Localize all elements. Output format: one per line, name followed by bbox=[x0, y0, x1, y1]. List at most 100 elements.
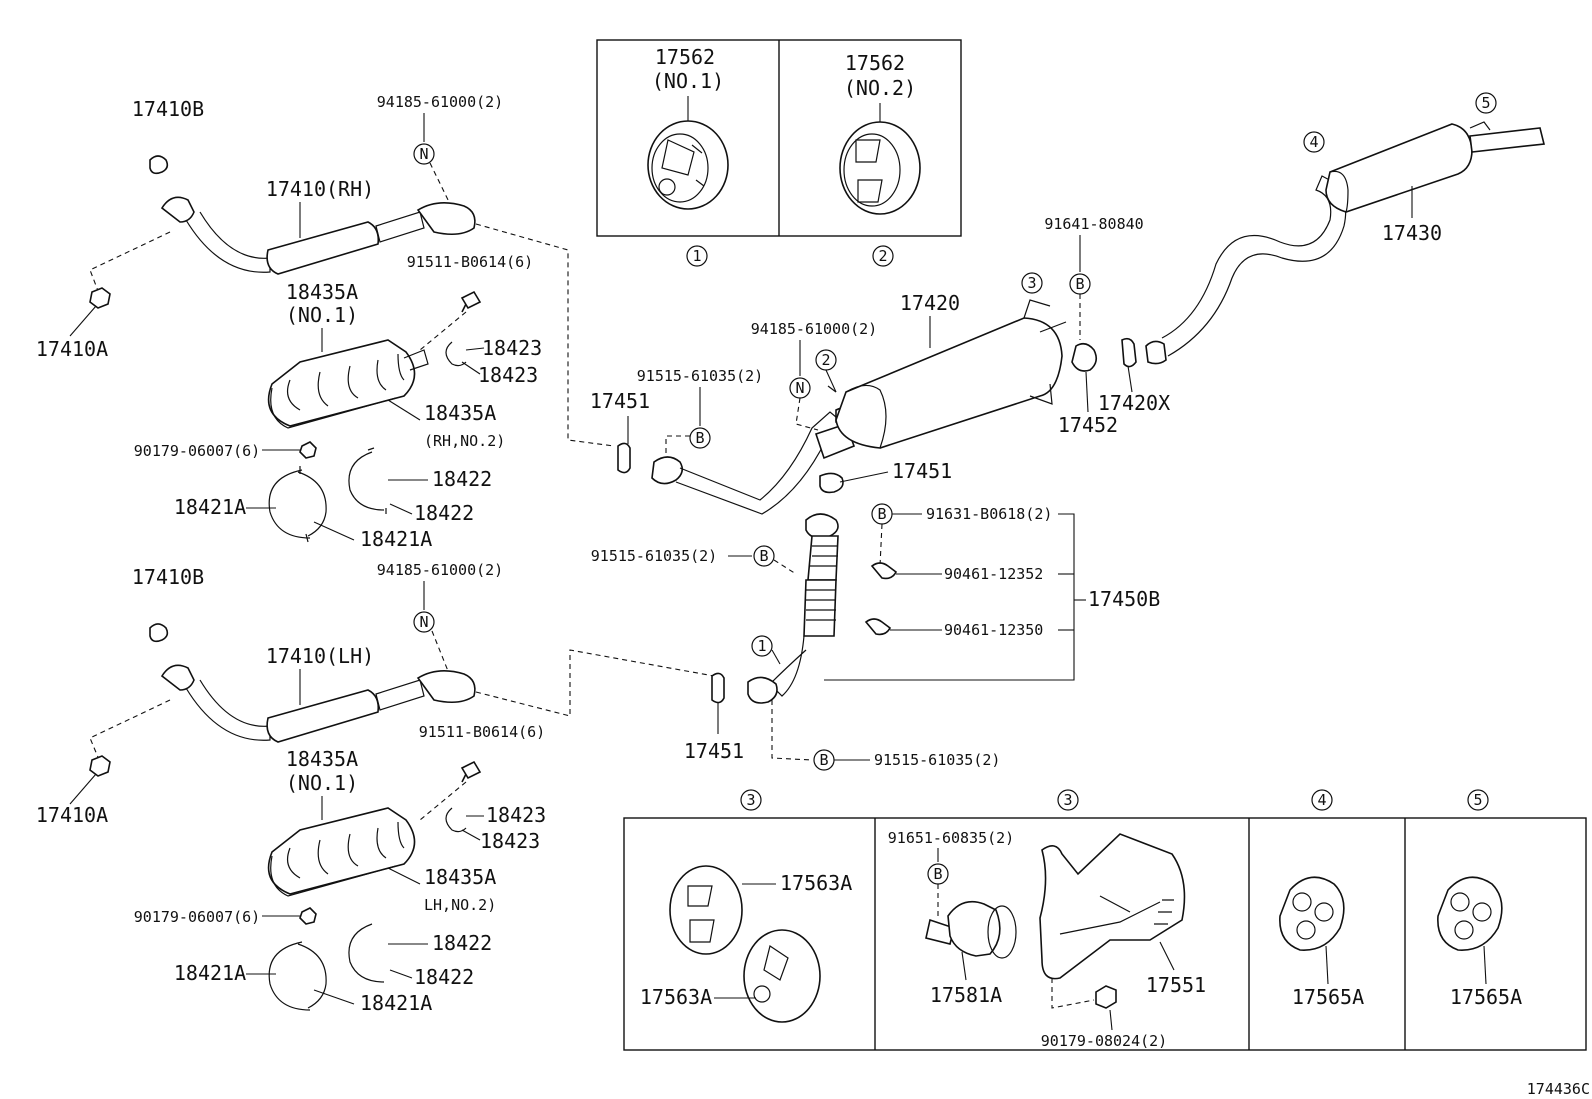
label-91511-lower: 91511-B0614(6) bbox=[419, 723, 545, 741]
callout-3-a: 3 bbox=[740, 789, 762, 811]
svg-text:B: B bbox=[933, 865, 942, 883]
front-pipe-17410-rh bbox=[160, 196, 476, 275]
label-18435a-lh-no2-sub: LH,NO.2) bbox=[424, 896, 496, 914]
label-91651: 91651-60835(2) bbox=[888, 829, 1014, 847]
svg-text:B: B bbox=[1075, 275, 1084, 293]
bottom-inset-boxes: 3 3 4 5 17563A 17563A 91651-60835(2) bbox=[623, 789, 1587, 1051]
label-17551: 17551 bbox=[1146, 973, 1206, 997]
label-18421a-lower-b: 18421A bbox=[360, 991, 432, 1015]
callout-2-mid: 2 bbox=[815, 349, 837, 371]
label-91641: 91641-80840 bbox=[1044, 215, 1143, 233]
nut-17410a-lower bbox=[89, 755, 111, 777]
callout-1-top: 1 bbox=[686, 245, 708, 267]
label-91515-b: 91515-61035(2) bbox=[591, 547, 717, 565]
bands-18422-18421a-lower bbox=[268, 923, 385, 1011]
label-17451-lower: 17451 bbox=[684, 739, 744, 763]
center-muffler-17420 bbox=[827, 299, 1067, 449]
label-94185-center: 94185-61000(2) bbox=[751, 320, 877, 338]
gasket-17410b-upper bbox=[149, 155, 169, 175]
front-pipe-17410-lh bbox=[160, 664, 476, 743]
label-18435a-rh-no2: 18435A bbox=[424, 401, 496, 425]
label-17410-rh: 17410(RH) bbox=[266, 177, 374, 201]
gasket-17451-b bbox=[819, 472, 844, 494]
label-18435a-no1-lower: 18435A bbox=[286, 747, 358, 771]
label-18422-upper-b: 18422 bbox=[414, 501, 474, 525]
svg-text:4: 4 bbox=[1309, 133, 1318, 151]
label-18435a-rh-no2-sub: (RH,NO.2) bbox=[424, 432, 505, 450]
rubber-hanger-no2 bbox=[839, 121, 921, 215]
label-17581a: 17581A bbox=[930, 983, 1002, 1007]
hanger-17565a-b bbox=[1437, 876, 1503, 951]
label-91511-upper: 91511-B0614(6) bbox=[407, 253, 533, 271]
label-91515-a: 91515-61035(2) bbox=[637, 367, 763, 385]
tail-pipe-17430 bbox=[1145, 121, 1545, 365]
label-18435a-lh-no2: 18435A bbox=[424, 865, 496, 889]
bolt-callout-b-91641: B bbox=[1069, 273, 1091, 295]
label-17420: 17420 bbox=[900, 291, 960, 315]
label-17410a-upper: 17410A bbox=[36, 337, 108, 361]
rubber-hanger-no1 bbox=[647, 120, 729, 210]
clamp-17452 bbox=[1071, 342, 1098, 372]
label-18421a-upper-b: 18421A bbox=[360, 527, 432, 551]
callout-5-top: 5 bbox=[1475, 92, 1497, 114]
svg-text:4: 4 bbox=[1317, 791, 1326, 809]
hanger-17581a bbox=[925, 900, 1017, 959]
callout-3-b: 3 bbox=[1057, 789, 1079, 811]
label-17562-no1-sub: (NO.1) bbox=[652, 69, 724, 93]
center-pipe-upper bbox=[651, 406, 857, 515]
label-17420x: 17420X bbox=[1098, 391, 1170, 415]
nut-90179-08024 bbox=[1095, 985, 1117, 1009]
bolt-callout-b-91651: B bbox=[927, 863, 949, 885]
callout-3-mid: 3 bbox=[1021, 272, 1043, 294]
callout-1-mid: 1 bbox=[751, 635, 773, 657]
heat-insulator-18435a-rh bbox=[267, 339, 429, 429]
svg-text:5: 5 bbox=[1473, 791, 1482, 809]
nut-callout-n-lower: N bbox=[413, 611, 435, 633]
label-17430: 17430 bbox=[1382, 221, 1442, 245]
label-90461-12350: 90461-12350 bbox=[944, 621, 1043, 639]
callout-b-91631: B bbox=[871, 503, 893, 525]
bands-18422-18421a-upper bbox=[268, 447, 387, 543]
label-18423-c: 18423 bbox=[486, 803, 546, 827]
svg-text:B: B bbox=[759, 547, 768, 565]
nut-callout-n-center: N bbox=[789, 377, 811, 399]
label-90179-lower: 90179-06007(6) bbox=[134, 908, 260, 926]
callout-2-top: 2 bbox=[872, 245, 894, 267]
svg-text:5: 5 bbox=[1481, 94, 1490, 112]
label-18435a-no1-upper: 18435A bbox=[286, 280, 358, 304]
label-18423-b: 18423 bbox=[478, 363, 538, 387]
label-17563a-a: 17563A bbox=[780, 871, 852, 895]
svg-text:2: 2 bbox=[821, 351, 830, 369]
hanger-17565a-a bbox=[1279, 876, 1345, 951]
label-17410-lh: 17410(LH) bbox=[266, 644, 374, 668]
svg-text:3: 3 bbox=[1063, 791, 1072, 809]
label-91631: 91631-B0618(2) bbox=[926, 505, 1052, 523]
label-17451-mid: 17451 bbox=[892, 459, 952, 483]
gasket-17451-a bbox=[617, 442, 631, 474]
gasket-17420x bbox=[1121, 337, 1137, 368]
label-18421a-upper-a: 18421A bbox=[174, 495, 246, 519]
label-94185-upper: 94185-61000(2) bbox=[377, 93, 503, 111]
rh-manifold-converter-group: 17410B 94185-61000(2) N 17410(RH) 17410A… bbox=[36, 93, 542, 551]
svg-text:B: B bbox=[695, 429, 704, 447]
label-17562-no2-sub: (NO.2) bbox=[844, 76, 916, 100]
label-17562-no1: 17562 bbox=[655, 45, 715, 69]
label-90179-08024: 90179-08024(2) bbox=[1041, 1032, 1167, 1050]
nut-17410a-upper bbox=[89, 287, 111, 309]
svg-text:B: B bbox=[877, 505, 886, 523]
clamp-18423-lower bbox=[445, 807, 467, 833]
label-90179-upper: 90179-06007(6) bbox=[134, 442, 260, 460]
label-18422-lower-b: 18422 bbox=[414, 965, 474, 989]
sensor-90461-b bbox=[864, 618, 892, 636]
callout-4-b: 4 bbox=[1311, 789, 1333, 811]
label-17410b-lower: 17410B bbox=[132, 565, 204, 589]
svg-text:1: 1 bbox=[692, 247, 701, 265]
nut-callout-n-upper: N bbox=[413, 143, 435, 165]
svg-text:2: 2 bbox=[878, 247, 887, 265]
svg-text:1: 1 bbox=[757, 637, 766, 655]
sensor-90461-a bbox=[870, 562, 898, 580]
label-17562-no2: 17562 bbox=[845, 51, 905, 75]
label-17452: 17452 bbox=[1058, 413, 1118, 437]
label-18435a-no1-upper-sub: (NO.1) bbox=[286, 303, 358, 327]
